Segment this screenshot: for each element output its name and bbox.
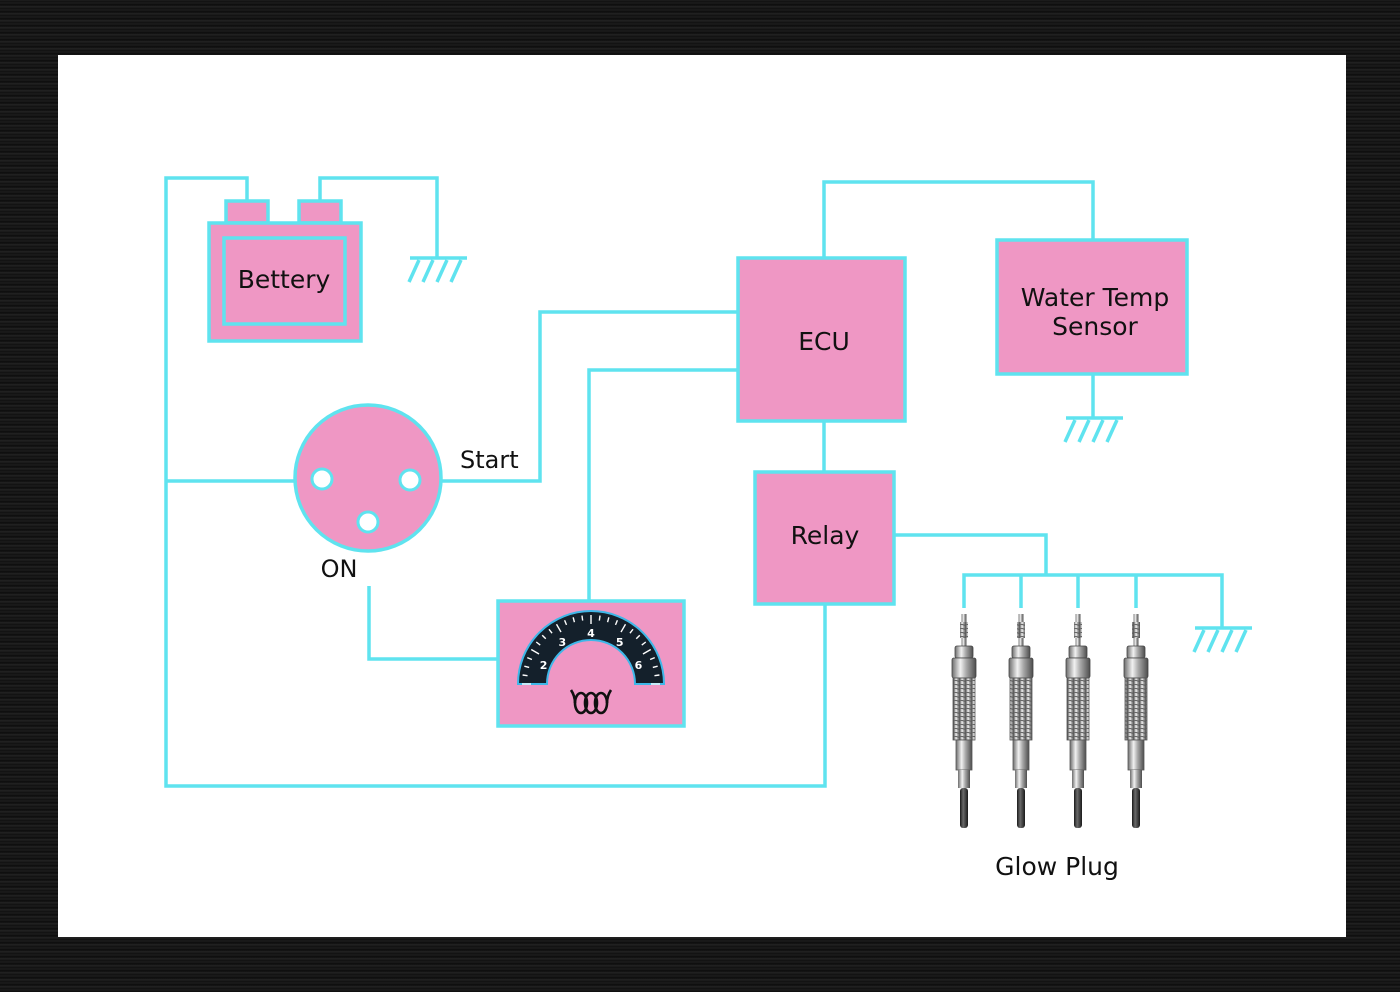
ground-hatch (1206, 629, 1220, 653)
relay-label: Relay (791, 521, 860, 550)
relay-box (753, 470, 896, 606)
glow-coil-icon (569, 689, 613, 715)
ignition-switch: Start ON (293, 403, 519, 583)
gauge-tick (635, 634, 641, 640)
gauge-tick (641, 641, 647, 646)
water-temp-sensor: Water Temp Sensor (995, 238, 1189, 376)
gauge-tick (524, 665, 530, 669)
gauge-tick (522, 674, 528, 677)
ground-hatch (1220, 629, 1234, 653)
gauge-tick (620, 623, 627, 633)
battery: Bettery (207, 199, 363, 343)
gauge-tick (572, 617, 576, 623)
switch-on-label: ON (321, 555, 358, 583)
wire-gauge-ecu (587, 368, 738, 601)
sensor-label-line2: Sensor (1052, 312, 1138, 341)
wire-on-gauge (367, 586, 498, 661)
sensor-box (995, 238, 1189, 376)
gauge-tick (642, 648, 652, 655)
wires (164, 176, 1224, 788)
gauge-tick (606, 617, 610, 623)
ground-hatch (435, 259, 449, 283)
gauge-tick (649, 656, 656, 661)
gauge-numbers: 23 4 56 (540, 627, 643, 672)
gauge-number: 3 (559, 636, 567, 649)
gauge-number: 2 (540, 659, 548, 672)
glow-plugs (951, 614, 1149, 828)
ground-hatch (1063, 419, 1077, 443)
gauge-tick (629, 628, 634, 634)
switch-contact-right (398, 468, 422, 492)
gauge-tick (581, 615, 584, 621)
battery-terminal-negative (297, 199, 343, 225)
battery-terminal-positive (224, 199, 270, 225)
battery-label: Bettery (238, 265, 331, 294)
ground-hatch (407, 259, 421, 283)
glow-plug (1008, 614, 1034, 828)
wire-battery-ground (318, 176, 439, 258)
gauge-tick (654, 674, 660, 677)
wire-relay-bus (894, 533, 1048, 575)
ground-hatch (421, 259, 435, 283)
wire-glow-bus (962, 573, 1224, 628)
gauge-number: 4 (587, 627, 595, 640)
switch-start-label: Start (460, 446, 519, 474)
gauge-number: 5 (616, 636, 624, 649)
glow-plug-label: Glow Plug (995, 852, 1119, 881)
gauge-tick (548, 628, 553, 634)
battery-inner (222, 236, 347, 326)
ground-hatch (1091, 419, 1105, 443)
ecu-box (736, 256, 907, 423)
diagram-panel (58, 55, 1346, 937)
gauge-tick (563, 619, 568, 626)
glow-plug (1065, 614, 1091, 828)
glow-plug (1123, 614, 1149, 828)
switch-contact-bottom (356, 510, 380, 534)
gauge-tick (535, 641, 541, 646)
ground-symbol-glow (1192, 626, 1252, 653)
ground-symbol-battery (407, 256, 467, 283)
ecu-label: ECU (798, 327, 850, 356)
wire-start-ecu (440, 310, 738, 483)
gauge-tick (614, 619, 619, 626)
ground-hatch (1077, 419, 1091, 443)
glow-plug (951, 614, 977, 828)
relay: Relay (753, 470, 896, 606)
gauge-tick (598, 615, 601, 621)
gauge-tick (530, 648, 540, 655)
gauge-tick (541, 634, 547, 640)
ground-hatch (1192, 629, 1206, 653)
gauge-ticks (522, 615, 660, 685)
gauge-number: 6 (635, 659, 643, 672)
switch-contact-left (310, 467, 334, 491)
ground-hatch (1234, 629, 1248, 653)
switch-body (293, 403, 443, 553)
ground-hatch (1105, 419, 1119, 443)
sensor-label-line1: Water Temp (1021, 283, 1169, 312)
gauge-face (516, 610, 666, 685)
ground-hatch (449, 259, 463, 283)
gauge-tick (555, 623, 562, 633)
gauge-tick (526, 656, 533, 661)
wire-ecu-sensor (822, 180, 1095, 258)
ecu: ECU (736, 256, 907, 423)
gauge-tick (652, 665, 658, 669)
glow-indicator: 23 4 56 (496, 599, 686, 728)
ground-symbol-sensor (1063, 416, 1123, 443)
